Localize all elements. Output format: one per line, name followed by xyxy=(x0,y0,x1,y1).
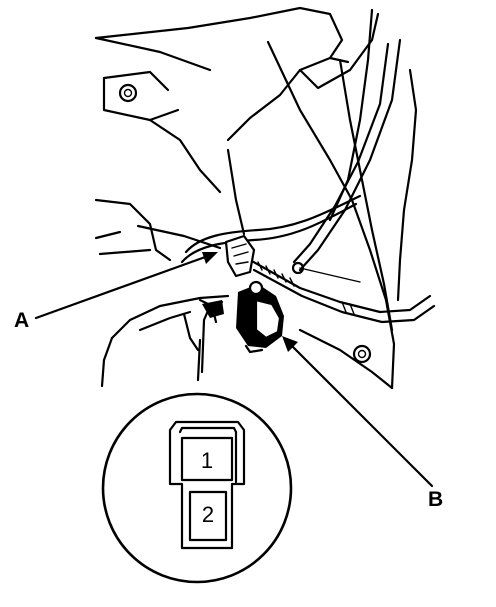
wiring-harness xyxy=(180,8,436,324)
callout-a-label: A xyxy=(14,309,29,332)
callout-b: B xyxy=(282,336,443,511)
connector-pin-1 xyxy=(180,436,234,482)
mounting-bracket xyxy=(102,70,222,194)
harness-clip xyxy=(291,261,305,275)
sensor-b-assembly xyxy=(236,280,284,354)
bolt-upper-left xyxy=(118,83,138,103)
frame-lower xyxy=(94,148,246,388)
pin-1-label: 1 xyxy=(201,448,213,473)
bolt-lower-right xyxy=(352,344,372,364)
body-panel-upper xyxy=(94,6,380,142)
callout-a: A xyxy=(14,252,218,332)
connector-pin-2 xyxy=(188,490,228,542)
connector-detail-view: 1 2 xyxy=(101,392,293,584)
support-post xyxy=(196,300,224,382)
pin-2-label: 2 xyxy=(202,502,214,527)
harness-connector-a xyxy=(224,234,256,278)
inner-fender-panel xyxy=(266,40,418,390)
callout-b-label: B xyxy=(428,488,443,511)
